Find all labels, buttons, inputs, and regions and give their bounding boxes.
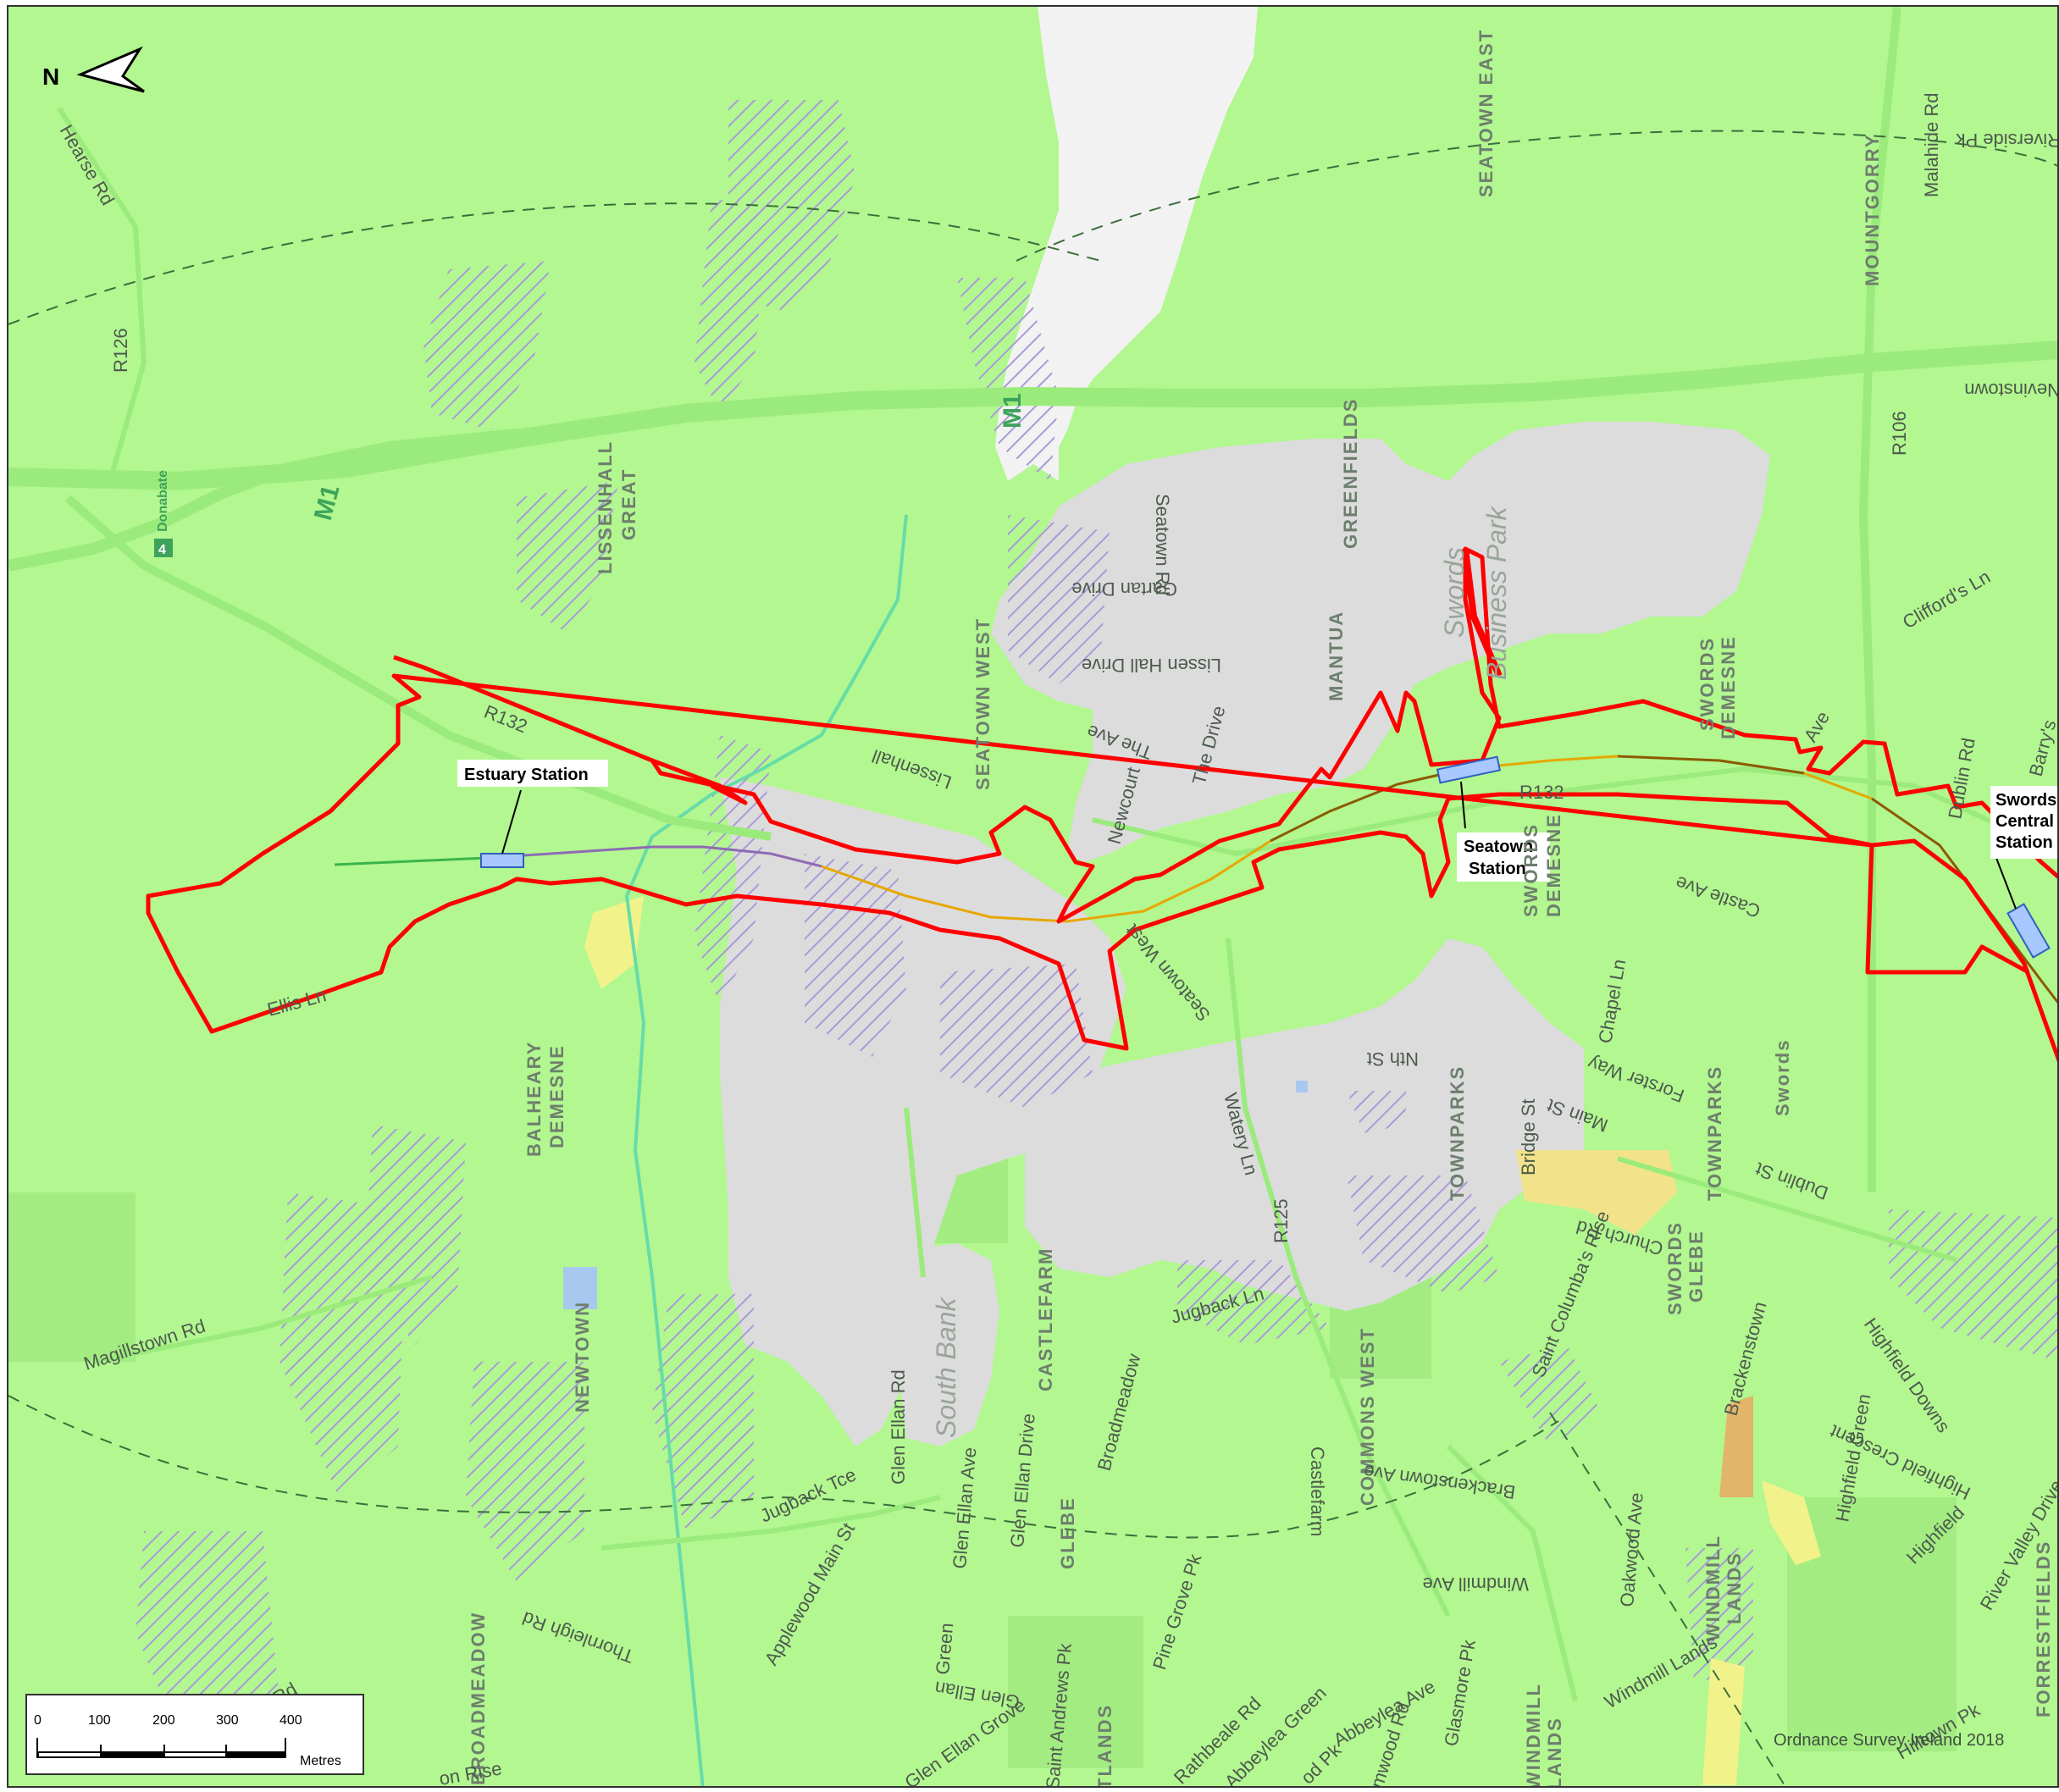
- townland-mantua: MANTUA: [1326, 611, 1347, 701]
- station-labels: Estuary Station Seatown Station Swords C…: [457, 760, 2057, 882]
- north-label: N: [42, 64, 59, 90]
- townland-broadmeadow: BROADMEADOW: [468, 1612, 489, 1785]
- swords-central-station-marker[interactable]: [2006, 903, 2051, 959]
- townland-windmill-b1: WINDMILL: [1523, 1683, 1544, 1788]
- road-lissen-hall: Lissen Hall Drive: [1082, 655, 1221, 676]
- area-labels: Swords Business Park South Bank: [931, 505, 1512, 1438]
- townland-newtown: NEWTOWN: [572, 1301, 593, 1413]
- flood-patches: [584, 896, 1821, 1785]
- swords-central-station-label-2: Central: [1995, 812, 2054, 831]
- road-castlefarm: Castlefarm: [1307, 1446, 1328, 1536]
- townland-greenfields: GREENFIELDS: [1340, 398, 1361, 549]
- estuary-station-label: Estuary Station: [464, 766, 589, 784]
- stations: [480, 755, 2051, 959]
- metro-track: [334, 755, 2057, 1004]
- map[interactable]: Estuary Station Seatown Station Swords C…: [7, 5, 2059, 1788]
- townland-labels: SEATOWN EAST MOUNTGORRY GREENFIELDS LISS…: [468, 29, 2054, 1788]
- road-bridge-st: Bridge St: [1518, 1099, 1539, 1176]
- road-windmill-ave: Windmill Ave: [1422, 1574, 1529, 1595]
- townland-commons-west: COMMONS WEST: [1357, 1327, 1378, 1506]
- road-r132-b: R132: [1519, 782, 1564, 803]
- scale-tick-400: 400: [280, 1713, 302, 1728]
- minor-roads: [57, 107, 2057, 1701]
- road-glen-ellan-green: Green: [932, 1622, 957, 1675]
- hatched-areas: [136, 100, 2057, 1734]
- estuary-station-marker[interactable]: [480, 853, 524, 868]
- motorway: [8, 7, 2057, 1192]
- townland-swords-demesne-1: SWORDS: [1696, 637, 1718, 731]
- townland-forrestfields: FORRESTFIELDS: [2033, 1540, 2054, 1717]
- green-patches: [8, 1074, 1957, 1768]
- townland-swords-glebe-2: GLEBE: [1685, 1230, 1707, 1303]
- townland-balheary-1: BALHEARY: [523, 1041, 545, 1157]
- townland-glebe: GLEBE: [1057, 1496, 1078, 1569]
- townland-swords-demesne-b2: DEMESNE: [1543, 813, 1564, 917]
- townland-lissenhall-1: LISSENHALL: [595, 440, 616, 574]
- townland-swords-demesne-b1: SWORDS: [1520, 823, 1541, 917]
- seatown-station-label-2: Station: [1469, 860, 1526, 878]
- donabate-label: Donabate: [156, 470, 170, 532]
- town-swords: Swords: [1772, 1039, 1793, 1116]
- quarry-area: [995, 7, 1258, 481]
- road-malahide: Malahide Rd: [1921, 92, 1942, 197]
- seatown-station-marker[interactable]: [1436, 755, 1502, 784]
- townland-windmill-2: LANDS: [1724, 1551, 1745, 1624]
- seatown-station-label-1: Seatown: [1464, 838, 1533, 856]
- townland-seatown-west: SEATOWN WEST: [972, 617, 994, 790]
- motorway-labels: M1 M1 4 Donabate: [154, 393, 1027, 557]
- road-riverside: Riverside Pk: [1956, 130, 2059, 151]
- townland-tlands: TLANDS: [1094, 1704, 1115, 1788]
- townland-windmill-b2: LANDS: [1544, 1717, 1565, 1788]
- road-seatown: Seatown Rd: [1152, 494, 1173, 595]
- road-glen-ellan-rd: Glen Ellan Rd: [888, 1369, 909, 1485]
- road-north-st: Nth St: [1367, 1048, 1419, 1070]
- townland-swords-glebe-1: SWORDS: [1664, 1221, 1685, 1315]
- townland-windmill-1: WINDMILL: [1702, 1535, 1724, 1641]
- dashed-lines: [8, 130, 2057, 1786]
- scale-tick-0: 0: [34, 1713, 42, 1728]
- swords-business-park-1: Swords: [1439, 547, 1470, 638]
- scale-unit: Metres: [300, 1754, 341, 1768]
- road-gartan: Gartan Drive: [1071, 578, 1177, 600]
- road-r126: R126: [110, 328, 131, 373]
- swords-business-park-2: Business Park: [1481, 505, 1512, 680]
- townland-lissenhall-2: GREAT: [618, 468, 639, 540]
- water: [563, 514, 1308, 1786]
- road-r125: R125: [1270, 1198, 1292, 1243]
- swords-central-station-label-3: Station: [1995, 833, 2053, 852]
- scale-bar: 0 100 200 300 400 Metres: [25, 1694, 364, 1775]
- m1-label-a: M1: [999, 393, 1027, 429]
- scale-tick-300: 300: [216, 1713, 239, 1728]
- north-arrow-icon: N: [42, 46, 145, 93]
- copyright-notice: Ordnance Survey Ireland 2018: [1774, 1731, 2005, 1750]
- townland-swords-demesne-2: DEMESNE: [1718, 635, 1739, 739]
- townland-townparks-b: TOWNPARKS: [1704, 1065, 1725, 1201]
- townland-seatown-east: SEATOWN EAST: [1475, 29, 1497, 197]
- project-boundary: [146, 546, 2057, 1063]
- townland-townparks-a: TOWNPARKS: [1447, 1065, 1468, 1201]
- road-r106: R106: [1889, 411, 1910, 456]
- scale-tick-200: 200: [152, 1713, 175, 1728]
- road-nevinstown: Nevinstown: [1964, 379, 2059, 401]
- townland-mountgorry: MOUNTGORRY: [1862, 133, 1883, 286]
- townland-castlefarm: CASTLEFARM: [1035, 1247, 1056, 1391]
- junction-4-label: 4: [158, 543, 166, 557]
- scale-tick-100: 100: [88, 1713, 111, 1728]
- south-bank-label: South Bank: [931, 1297, 961, 1438]
- townland-balheary-2: DEMESNE: [546, 1044, 567, 1148]
- swords-central-station-label-1: Swords: [1995, 791, 2056, 810]
